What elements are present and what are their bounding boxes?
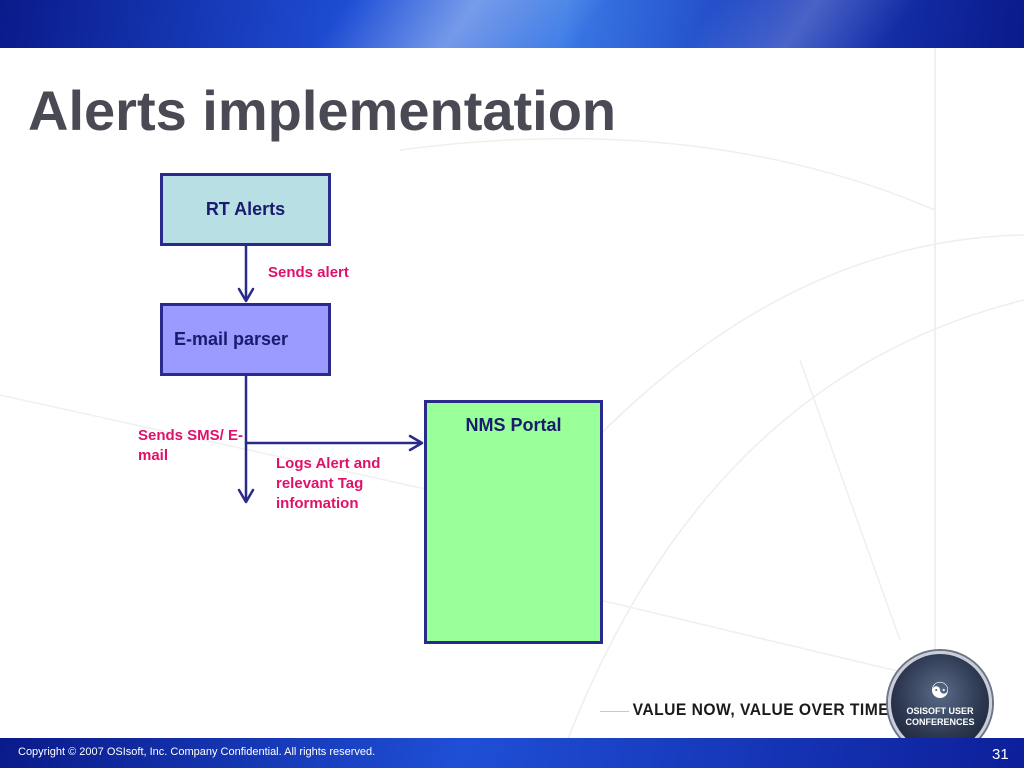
slide-title: Alerts implementation	[28, 79, 617, 142]
email-parser-node: E-mail parser	[160, 303, 331, 376]
tagline: VALUE NOW, VALUE OVER TIME	[629, 700, 893, 720]
arrow-to-nms-head	[408, 434, 424, 452]
nms-portal-label: NMS Portal	[465, 415, 562, 435]
top-banner	[0, 0, 1024, 48]
footer-bar: Copyright © 2007 OSIsoft, Inc. Company C…	[0, 738, 1024, 768]
arrow-parser-down-head	[237, 488, 255, 504]
logs-alert-label: Logs Alert and relevant Tag information	[276, 455, 381, 512]
swirl-icon: ☯	[930, 678, 950, 703]
page-number: 31	[992, 746, 1009, 763]
sends-alert-label: Sends alert	[268, 264, 349, 281]
copyright-text: Copyright © 2007 OSIsoft, Inc. Company C…	[18, 746, 376, 758]
badge-text: OSISOFT USER CONFERENCES	[905, 706, 975, 727]
arrow-rt-to-parser-head	[237, 287, 255, 303]
sends-sms-label: Sends SMS/ E-mail	[138, 427, 244, 464]
rt-alerts-label: RT Alerts	[205, 199, 286, 219]
rt-alerts-node: RT Alerts	[160, 173, 331, 246]
email-parser-label: E-mail parser	[174, 329, 289, 349]
nms-portal-node: NMS Portal	[424, 400, 603, 644]
